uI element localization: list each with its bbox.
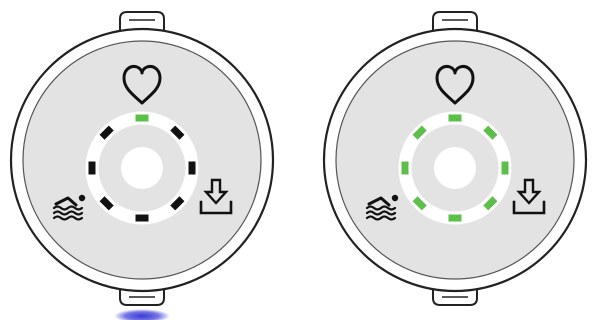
status-segment	[502, 162, 509, 175]
center-button	[434, 147, 476, 189]
status-segment	[189, 162, 196, 175]
status-segment	[449, 215, 462, 222]
center-button	[121, 147, 163, 189]
status-segment	[136, 215, 149, 222]
right-device	[324, 12, 586, 305]
status-segment	[449, 115, 462, 122]
status-segment	[136, 115, 149, 122]
blue-indicator-light	[114, 309, 170, 320]
status-segment	[402, 162, 409, 175]
left-device	[11, 12, 273, 320]
status-segment	[89, 162, 96, 175]
